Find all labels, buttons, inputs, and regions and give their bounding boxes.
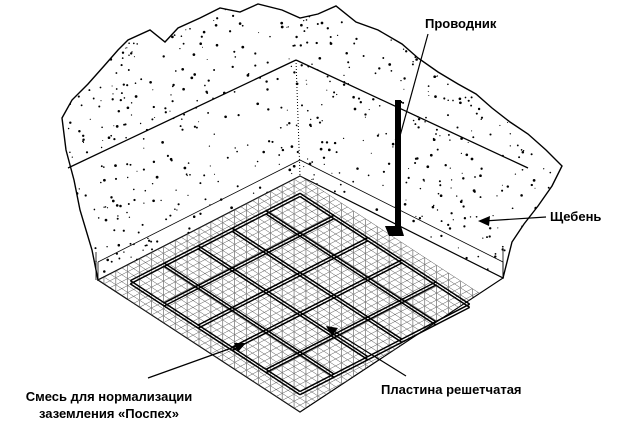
conductor-label: Проводник [425, 16, 497, 31]
gravel-label: Щебень [550, 209, 602, 224]
gravel-arrowhead [478, 216, 490, 226]
mixture-label-line2: заземления «Поспех» [39, 406, 179, 421]
lattice-plate [129, 192, 471, 396]
gravel-leader [483, 216, 547, 222]
plate-arrowhead [326, 326, 338, 336]
mixture-arrowhead [234, 343, 246, 352]
leader-lines [147, 33, 547, 379]
plate-label: Пластина решетчатая [381, 382, 522, 397]
gravel-pit [61, 3, 563, 282]
plate-leader [331, 329, 407, 377]
mixture-label-line1: Смесь для нормализации [25, 389, 193, 404]
mixture-leader [147, 344, 241, 379]
conductor-leader [399, 33, 429, 137]
conductor-rod [385, 100, 404, 236]
